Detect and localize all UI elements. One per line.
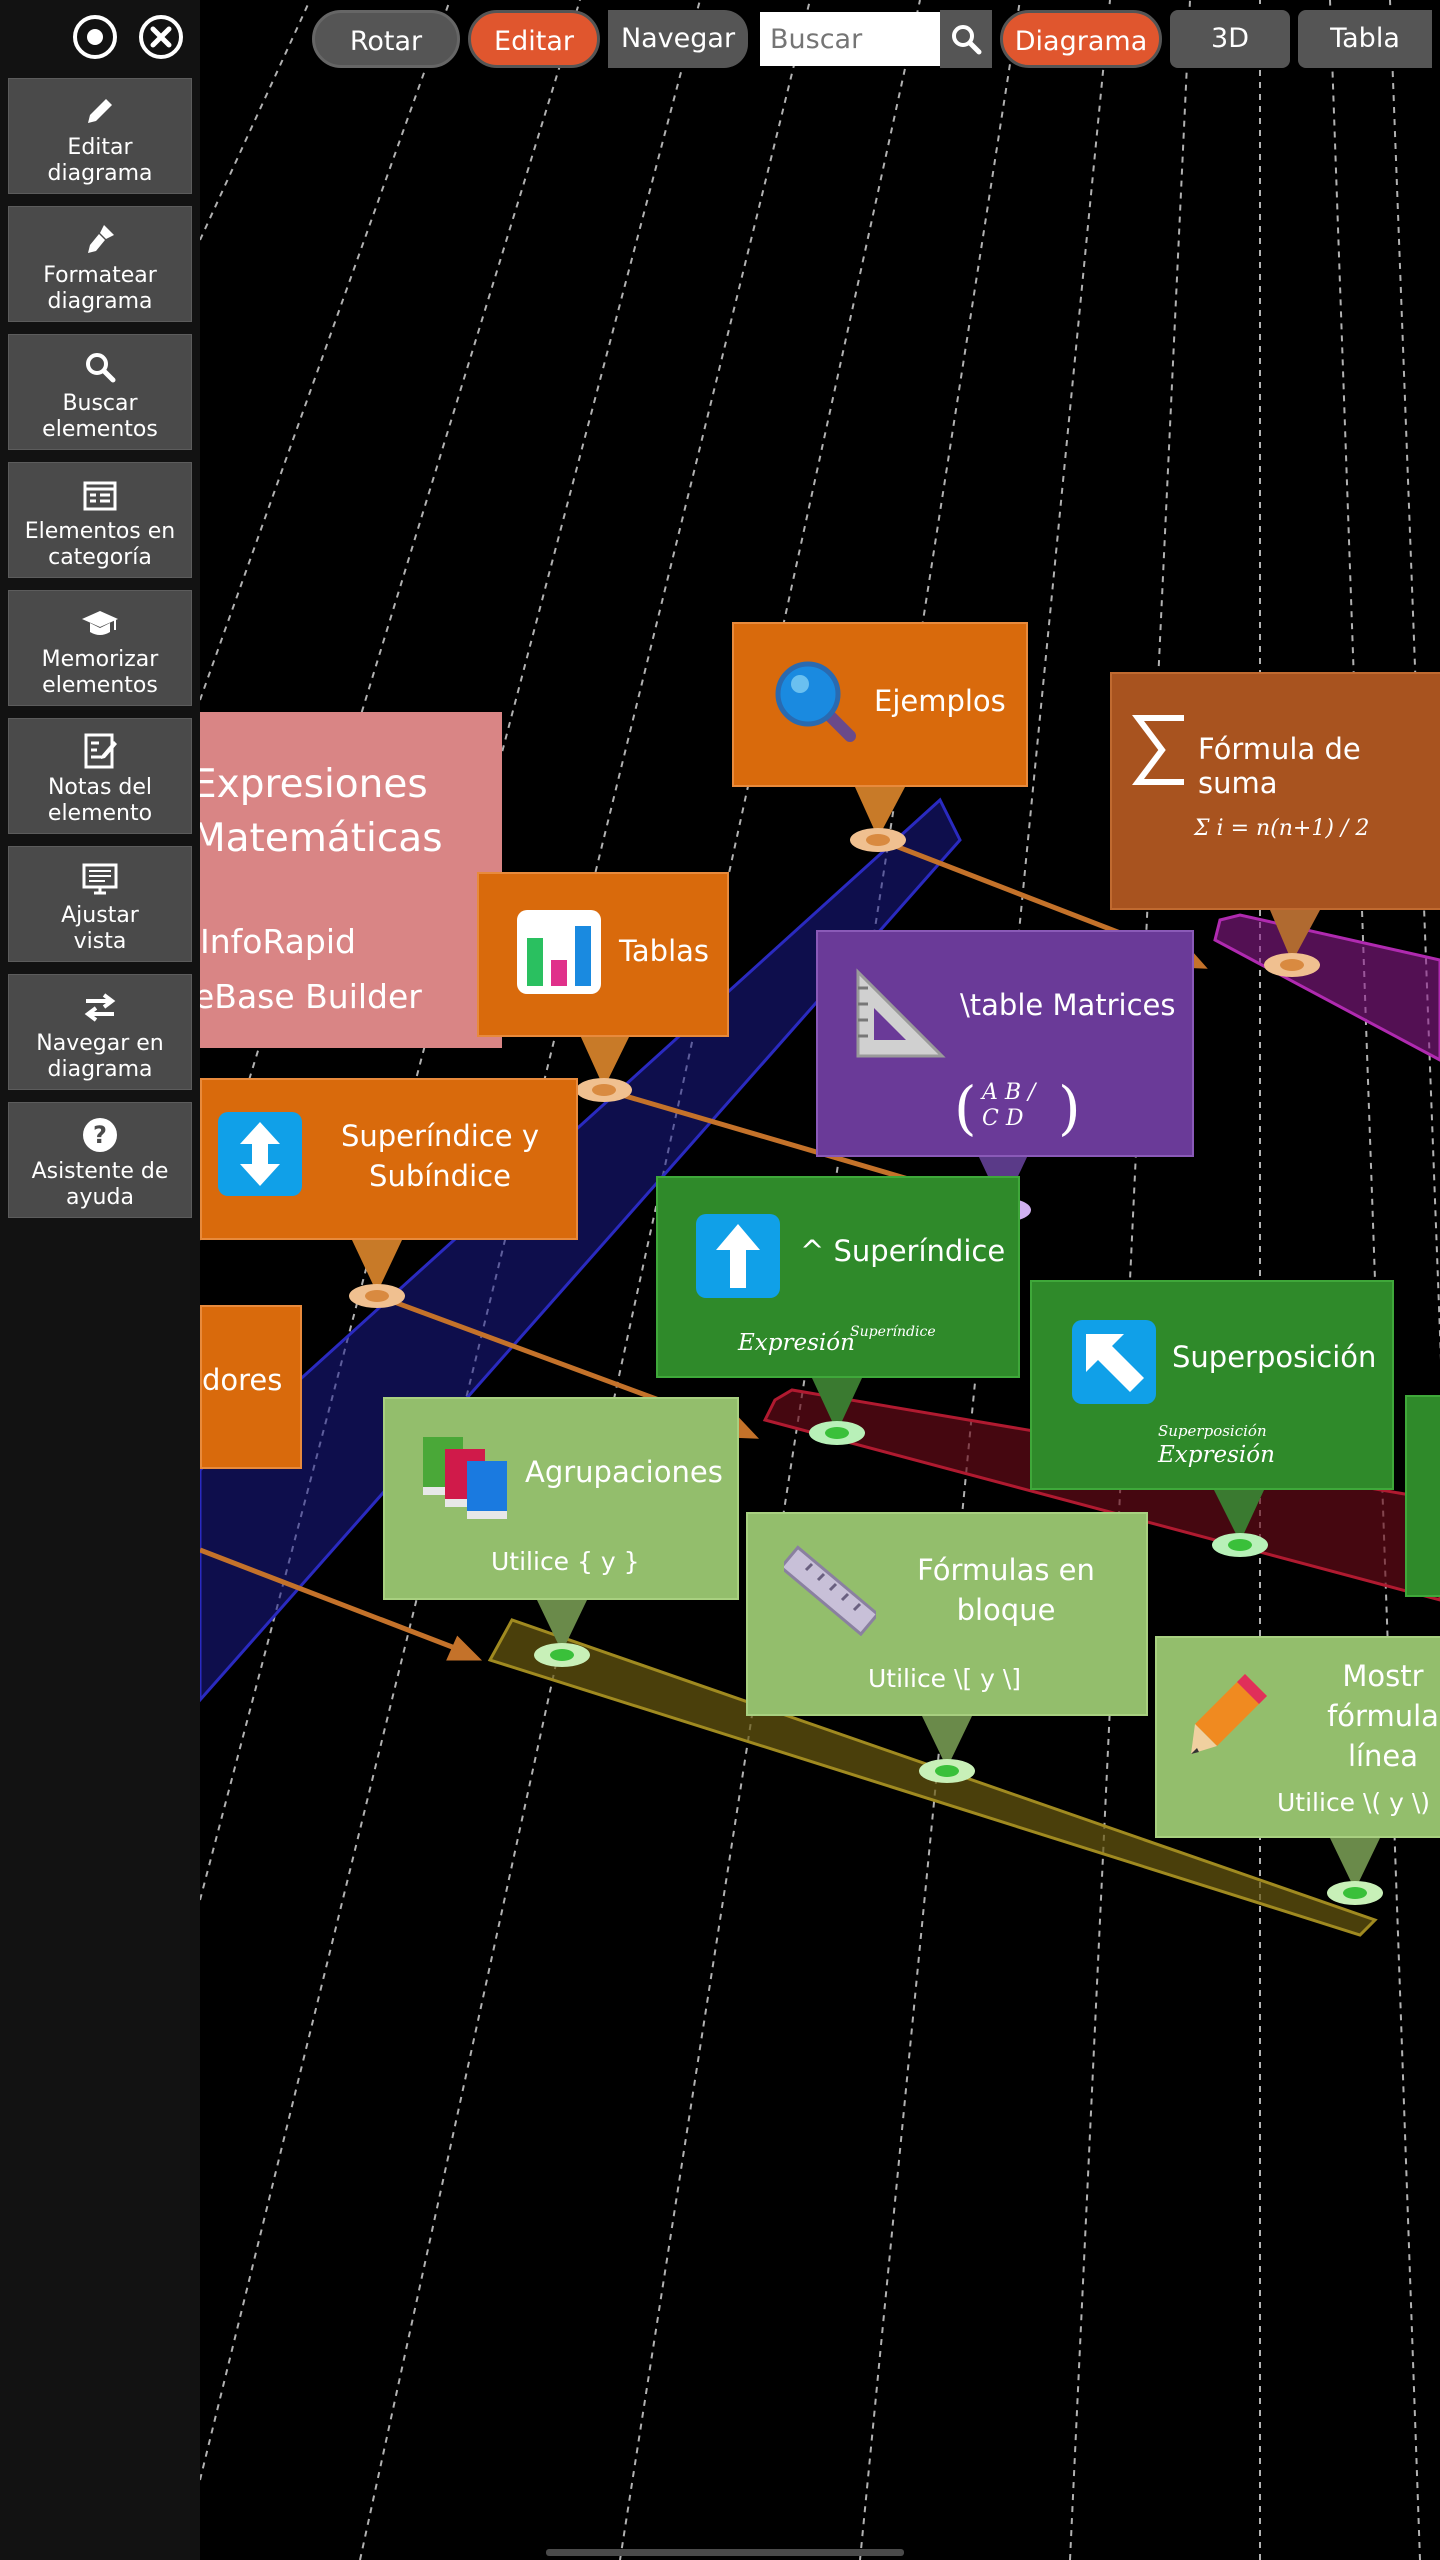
operadores-label: dores xyxy=(202,1363,283,1397)
navigate-diagram-label: Navegar en diagrama xyxy=(36,1031,164,1082)
up-left-arrow-icon xyxy=(1072,1320,1156,1404)
edit-button[interactable]: Editar xyxy=(468,10,600,68)
node-matrices[interactable]: \table Matrices ( A B / C D ) xyxy=(816,930,1194,1157)
superindice-math: Expresión xyxy=(738,1330,855,1356)
ruler-icon xyxy=(784,1545,876,1636)
sigma-icon xyxy=(1132,715,1184,785)
close-icon[interactable] xyxy=(138,14,184,60)
superindice-sup: Superíndice xyxy=(850,1324,936,1340)
node-formula-suma[interactable]: Fórmula de suma Σ i = n(n+1) / 2 xyxy=(1110,672,1440,910)
superposicion-math: Expresión xyxy=(1158,1442,1275,1468)
matrix-left-paren: ( xyxy=(954,1074,977,1142)
superindice-label: ^ Superíndice xyxy=(800,1234,1006,1268)
node-mostrar-linea[interactable]: Mostr fórmula línea Utilice \( y \) xyxy=(1155,1636,1440,1838)
view-3d-button[interactable]: 3D xyxy=(1170,10,1290,68)
table-view-button[interactable]: Tabla xyxy=(1298,10,1432,68)
memorize-elements-button[interactable]: Memorizar elementos xyxy=(8,590,192,706)
node-ejemplos[interactable]: Ejemplos xyxy=(732,622,1028,787)
agrupaciones-label: Agrupaciones xyxy=(525,1455,723,1489)
navigate-button[interactable]: Navegar xyxy=(608,10,748,68)
category-elements-button[interactable]: Elementos en categoría xyxy=(8,462,192,578)
brush-icon xyxy=(88,225,114,253)
mostrar-linea-label: Mostr fórmula línea xyxy=(1327,1659,1439,1773)
node-superposicion[interactable]: Superposición Superposición Expresión xyxy=(1030,1280,1394,1490)
ejemplos-label: Ejemplos xyxy=(874,684,1006,718)
navigate-diagram-button[interactable]: Navegar en diagrama xyxy=(8,974,192,1090)
search-icon xyxy=(86,353,116,383)
edit-diagram-button[interactable]: Editar diagrama xyxy=(8,78,192,194)
root-title-line2: Matemáticas xyxy=(200,816,443,861)
notes-icon xyxy=(84,733,117,769)
superposicion-top: Superposición xyxy=(1158,1422,1267,1440)
bar-chart-icon xyxy=(517,910,601,994)
horizontal-scrollbar[interactable] xyxy=(546,2549,904,2556)
help-assistant-button[interactable]: ? Asistente de ayuda xyxy=(8,1102,192,1218)
matrix-right-paren: ) xyxy=(1058,1074,1081,1142)
up-arrow-icon xyxy=(696,1214,780,1298)
format-diagram-label: Formatear diagrama xyxy=(43,263,157,314)
memorize-elements-label: Memorizar elementos xyxy=(41,647,159,698)
node-formulas-bloque[interactable]: Fórmulas en bloque Utilice \[ y \] xyxy=(746,1512,1148,1716)
toolbar: Rotar Editar Navegar Diagrama 3D Tabla xyxy=(300,2,1440,74)
platform-magenta xyxy=(1213,913,1440,1062)
node-partial-green[interactable] xyxy=(1405,1395,1440,1597)
formulas-bloque-label: Fórmulas en bloque xyxy=(917,1553,1095,1627)
books-icon xyxy=(423,1437,507,1519)
set-square-icon xyxy=(856,968,946,1058)
element-notes-button[interactable]: Notas del elemento xyxy=(8,718,192,834)
node-operadores[interactable]: dores xyxy=(200,1305,302,1469)
formulas-bloque-hint: Utilice \[ y \] xyxy=(868,1664,1022,1693)
search-button[interactable] xyxy=(940,10,992,68)
superposicion-label: Superposición xyxy=(1172,1340,1377,1374)
node-agrupaciones[interactable]: Agrupaciones Utilice { y } xyxy=(383,1397,739,1600)
element-notes-label: Notas del elemento xyxy=(47,775,153,826)
graduation-cap-icon xyxy=(82,611,118,635)
search-input[interactable] xyxy=(760,12,940,66)
node-expresiones-matematicas[interactable]: Expresiones Matemáticas InfoRapid eBase … xyxy=(200,712,502,1048)
monitor-icon xyxy=(82,863,118,895)
diagram-view-button[interactable]: Diagrama xyxy=(1000,10,1162,68)
edit-diagram-label: Editar diagrama xyxy=(47,135,153,186)
formula-suma-label: Fórmula de suma xyxy=(1198,732,1361,800)
node-superindice-subindice[interactable]: Superíndice y Subíndice xyxy=(200,1078,578,1240)
up-down-arrow-icon xyxy=(218,1112,302,1196)
matrices-label: \table Matrices xyxy=(960,988,1176,1022)
root-title-line1: Expresiones xyxy=(200,762,428,807)
search-elements-button[interactable]: Buscar elementos xyxy=(8,334,192,450)
diagram-canvas[interactable]: Expresiones Matemáticas InfoRapid eBase … xyxy=(200,0,1440,2560)
node-superindice[interactable]: ^ Superíndice Expresión Superíndice xyxy=(656,1176,1020,1378)
adjust-view-label: Ajustar vista xyxy=(61,903,139,954)
formula-suma-math: Σ i = n(n+1) / 2 xyxy=(1194,816,1370,841)
platform-crimson xyxy=(762,1388,1440,1602)
root-title-line3: InfoRapid xyxy=(200,922,356,961)
sidebar: Editar diagrama Formatear diagrama Busca… xyxy=(0,0,200,2560)
agrupaciones-hint: Utilice { y } xyxy=(491,1547,640,1576)
adjust-view-button[interactable]: Ajustar vista xyxy=(8,846,192,962)
node-pins xyxy=(349,787,1383,1905)
format-diagram-button[interactable]: Formatear diagrama xyxy=(8,206,192,322)
search-icon xyxy=(952,25,982,55)
svg-text:?: ? xyxy=(93,1121,107,1149)
matrices-math: A B / C D xyxy=(982,1080,1036,1131)
category-elements-label: Elementos en categoría xyxy=(24,519,176,570)
help-assistant-label: Asistente de ayuda xyxy=(31,1159,169,1210)
tablas-label: Tablas xyxy=(619,934,710,968)
pencil-icon xyxy=(1191,1674,1267,1754)
swap-arrows-icon xyxy=(84,993,116,1022)
help-icon: ? xyxy=(83,1118,117,1152)
search-elements-label: Buscar elementos xyxy=(42,391,158,442)
pencil-icon xyxy=(88,99,112,123)
magnifier-icon xyxy=(775,661,856,742)
rotate-button[interactable]: Rotar xyxy=(312,10,460,68)
category-list-icon xyxy=(83,481,117,511)
node-tablas[interactable]: Tablas xyxy=(477,872,729,1037)
root-title-line4: eBase Builder xyxy=(200,977,422,1016)
target-icon[interactable] xyxy=(72,14,118,60)
mostrar-linea-hint: Utilice \( y \) xyxy=(1277,1788,1431,1817)
superindice-subindice-label: Superíndice y Subíndice xyxy=(340,1119,540,1193)
